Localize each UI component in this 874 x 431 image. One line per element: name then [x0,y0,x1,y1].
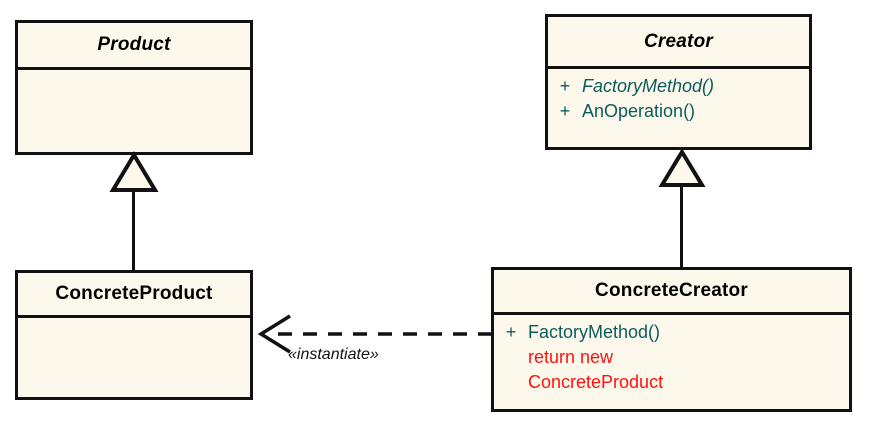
class-box-product[interactable]: Product [15,20,253,155]
member-visibility: + [559,76,571,96]
class-members-compartment-concrete-creator: + FactoryMethod() return new ConcretePro… [494,315,849,409]
member-label: ConcreteProduct [528,372,664,392]
class-name-product: Product [97,34,171,55]
class-member-row: return new [494,347,849,372]
class-box-creator[interactable]: Creator + FactoryMethod() + AnOperation(… [545,14,812,150]
class-name-compartment-concrete-creator: ConcreteCreator [494,270,849,315]
class-name-concrete-creator: ConcreteCreator [595,280,748,301]
class-name-concrete-product: ConcreteProduct [55,283,213,304]
generalization-line-creator [680,184,683,269]
class-name-compartment-product: Product [18,23,250,70]
class-name-compartment-creator: Creator [548,17,809,69]
class-members-compartment-concrete-product [18,318,250,397]
class-members-compartment-creator: + FactoryMethod() + AnOperation() [548,69,809,147]
class-box-concrete-product[interactable]: ConcreteProduct [15,270,253,400]
open-arrowhead-icon [257,314,291,354]
class-member-row: ConcreteProduct [494,372,849,397]
dependency-arrow-instantiate [257,314,492,354]
member-label: return new [528,347,614,367]
class-member-row: + AnOperation() [548,101,809,126]
class-name-creator: Creator [644,30,713,52]
hollow-triangle-icon [109,151,159,192]
member-label: AnOperation() [582,101,696,121]
member-visibility: + [505,322,517,342]
hollow-triangle-icon [658,148,706,187]
class-box-concrete-creator[interactable]: ConcreteCreator + FactoryMethod() return… [491,267,852,412]
class-member-row: + FactoryMethod() [494,322,849,347]
member-label: FactoryMethod() [582,76,715,96]
dependency-label-instantiate: «instantiate» [288,346,379,363]
member-visibility: + [559,101,571,121]
class-member-row: + FactoryMethod() [548,76,809,101]
class-name-compartment-concrete-product: ConcreteProduct [18,273,250,318]
generalization-arrow-creator [658,148,706,187]
class-members-compartment-product [18,70,250,152]
generalization-line-product [132,189,135,271]
member-label: FactoryMethod() [528,322,661,342]
generalization-arrow-product [109,151,159,192]
